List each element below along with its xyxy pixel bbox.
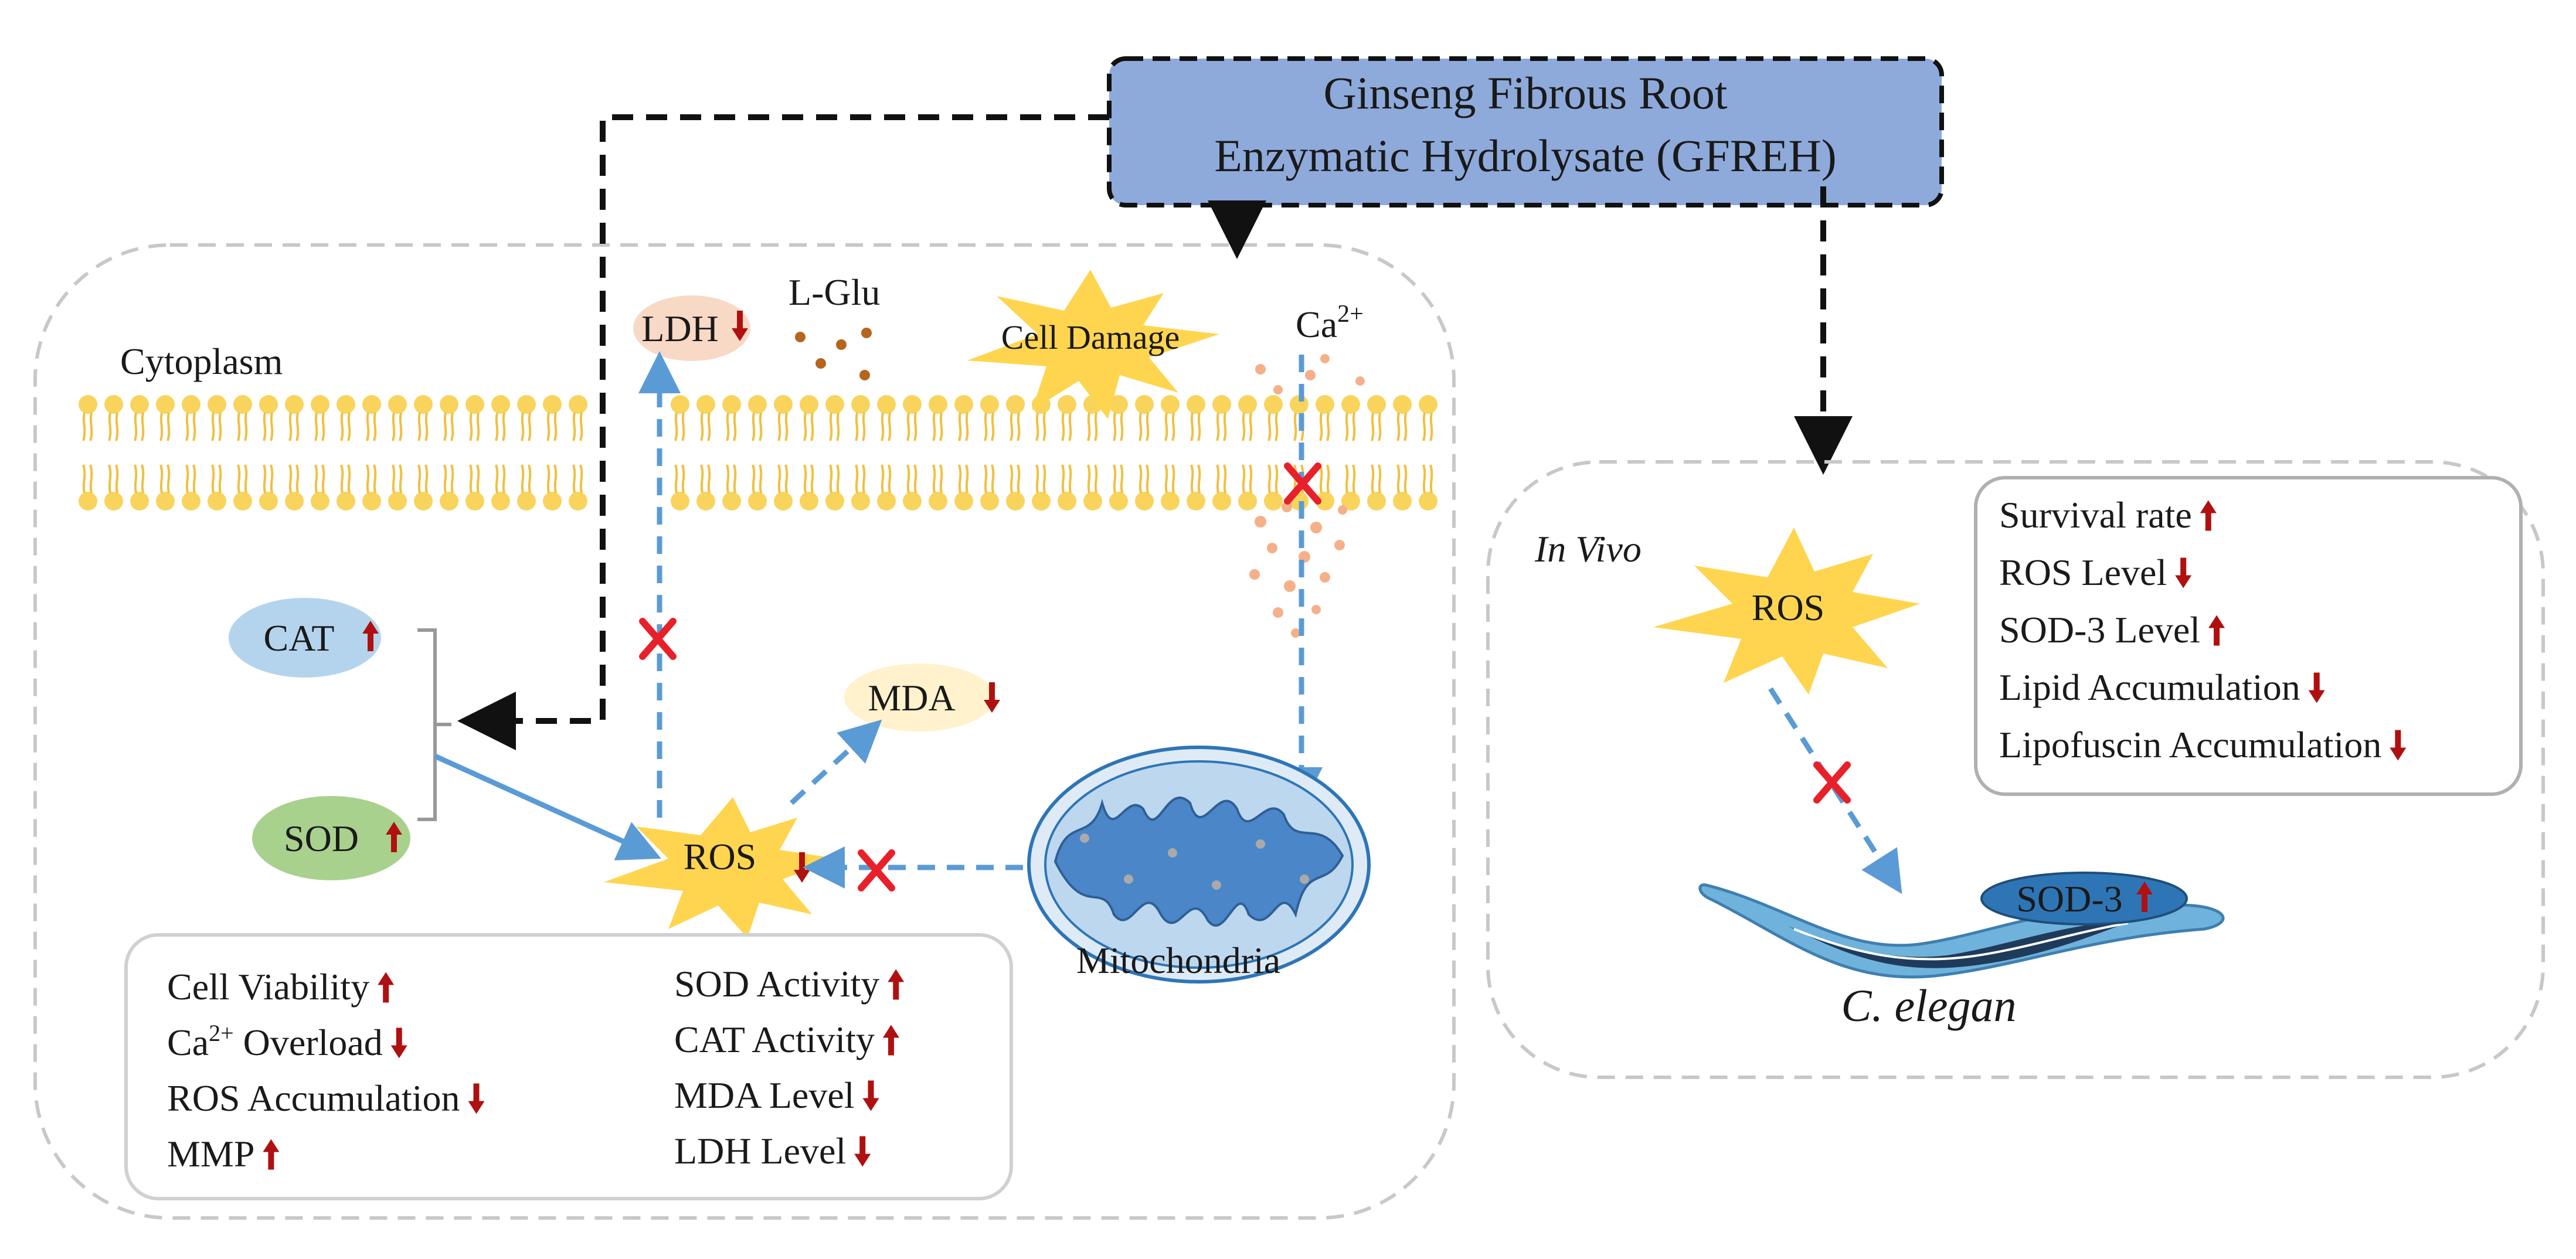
result-item-label: Ca2+ Overload [167,1020,383,1063]
cat-node: CAT [229,598,381,678]
result-item-label: ROS Accumulation [167,1077,460,1119]
result-item-label: CAT Activity [674,1019,875,1060]
cytoplasm-label: Cytoplasm [120,341,283,382]
invivo-label: In Vivo [1534,528,1642,570]
ros-to-elegans-arrow [1768,687,1902,894]
cell-boundary [33,243,1456,1220]
result-item-label: SOD Activity [674,963,879,1005]
mitochondria-label: Mitochondria [1076,940,1280,981]
ros-label-invivo: ROS [1752,587,1825,628]
ros-burst-invivo: ROS [1653,528,1920,695]
antioxidant-to-ros-arrow [434,753,661,860]
antioxidant-bracket [417,628,451,821]
result-item-label: MMP [167,1133,254,1175]
cat-label: CAT [264,617,335,659]
mda-label: MDA [868,677,955,719]
ros-to-mda-arrow [789,719,882,805]
sod3-worm-label: SOD-3 [2016,878,2122,920]
mitochondria [1027,746,1371,984]
result-item-label: LDH Level [674,1130,846,1172]
result-item-label: Lipid Accumulation [1999,666,2300,708]
gfreh-box: Ginseng Fibrous Root Enzymatic Hydrolysa… [1107,56,1944,207]
lglu-dots [795,328,872,380]
gfreh-title-line2: Enzymatic Hydrolysate (GFREH) [1214,130,1836,181]
mda-node: MDA [844,663,1000,731]
cell-damage-burst: Cell Damage [967,270,1219,419]
result-item-label: Cell Viability [167,966,369,1008]
result-item-label: SOD-3 Level [1999,609,2200,651]
result-item-label: Survival rate [1999,494,2192,536]
lglu-label: L-Glu [789,271,880,313]
calcium-particles [1249,354,1365,638]
result-item-label: ROS Level [1999,552,2167,593]
gfreh-to-antioxidants-arrow [457,114,1109,750]
result-item-label: MDA Level [674,1074,855,1116]
calcium-label: Ca2+ [1296,301,1364,345]
c-elegans-label: C. elegan [1841,980,2017,1031]
result-item-label: Lipofuscin Accumulation [1999,724,2381,765]
cell-membrane [77,394,1439,512]
c-elegans-worm: SOD-3 [1698,872,2225,979]
ros-label-cell: ROS [684,836,757,877]
ldh-label: LDH [641,308,719,349]
sod-node: SOD [252,796,410,880]
invivo-ros-block-icon [1817,765,1847,800]
sod-label: SOD [284,818,359,859]
ros-burst-cell: ROS [604,797,838,938]
mito-ros-block-icon [861,853,892,888]
cell-damage-label: Cell Damage [1001,318,1180,356]
gfreh-title-line1: Ginseng Fibrous Root [1323,67,1727,118]
ldh-node: LDH [633,295,750,361]
